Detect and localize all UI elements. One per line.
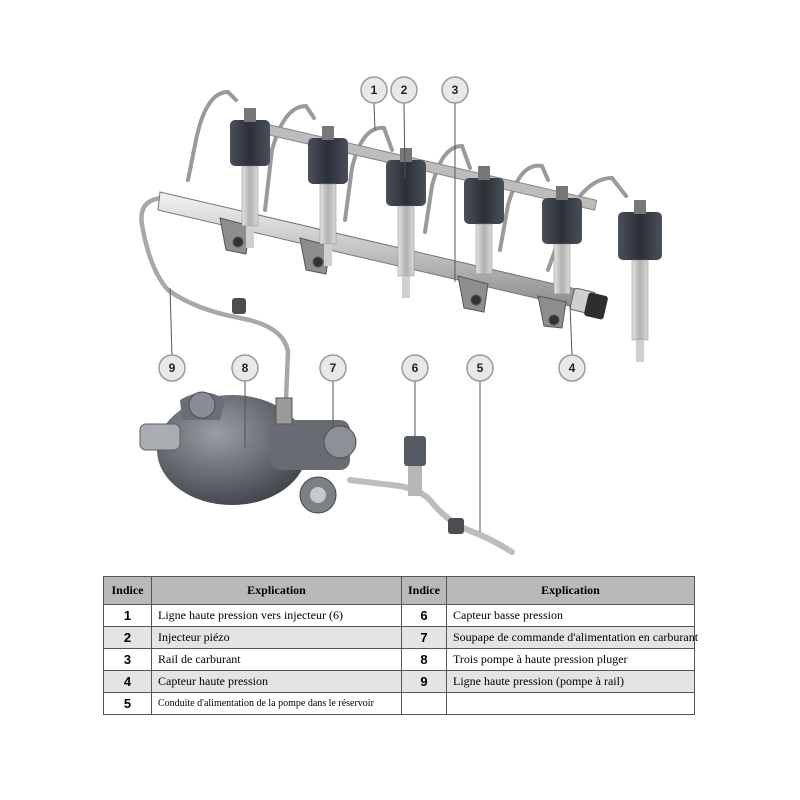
callout-7: 7: [319, 354, 347, 382]
callout-5-label: 5: [477, 361, 484, 375]
callout-1: 1: [360, 76, 388, 104]
callout-7-label: 7: [330, 361, 337, 375]
legend-row: 2 Injecteur piézo 7 Soupape de commande …: [103, 626, 698, 649]
rail-brackets: [219, 217, 567, 329]
callout-1-label: 1: [371, 83, 378, 97]
pump-to-rail-line: [139, 195, 291, 403]
supply-line-and-sensor: [232, 298, 515, 555]
legend-explanation: Ligne haute pression (pompe à rail): [446, 670, 695, 693]
legend-explanation: Capteur haute pression: [151, 670, 402, 693]
legend-header-explication-right: Explication: [446, 576, 695, 605]
legend-header-indice-right: Indice: [401, 576, 447, 605]
callout-9: 9: [158, 354, 186, 382]
legend-index: 7: [401, 626, 447, 649]
legend-row: 1 Ligne haute pression vers injecteur (6…: [103, 604, 695, 627]
callout-2-label: 2: [401, 83, 408, 97]
legend-index: 9: [401, 670, 447, 693]
legend-index: 6: [401, 604, 447, 627]
callout-3-label: 3: [452, 83, 459, 97]
legend-explanation: Soupape de commande d'alimentation en ca…: [446, 626, 698, 649]
legend-explanation: Ligne haute pression vers injecteur (6): [151, 604, 402, 627]
legend-index: 4: [103, 670, 152, 693]
legend-index: 1: [103, 604, 152, 627]
legend-header-row: Indice Explication Indice Explication: [103, 576, 695, 605]
high-pressure-pump: [139, 391, 357, 514]
legend-explanation: Trois pompe à haute pression pluger: [446, 648, 695, 671]
legend-header-explication-left: Explication: [151, 576, 402, 605]
legend-index: 8: [401, 648, 447, 671]
callout-4-label: 4: [569, 361, 576, 375]
legend-explanation: Conduite d'alimentation de la pompe dans…: [151, 692, 402, 715]
legend-explanation: Rail de carburant: [151, 648, 402, 671]
leader-lines: [169, 102, 573, 532]
legend-row: 5 Conduite d'alimentation de la pompe da…: [103, 692, 695, 715]
legend-explanation: [446, 692, 695, 715]
callout-6: 6: [401, 354, 429, 382]
legend-header-indice-left: Indice: [103, 576, 152, 605]
legend-table: Indice Explication Indice Explication 1 …: [103, 576, 698, 715]
legend-row: 3 Rail de carburant 8 Trois pompe à haut…: [103, 648, 695, 671]
piezo-injectors: [230, 108, 662, 362]
legend-index: 2: [103, 626, 152, 649]
fuel-system-illustration: 1 2 3 4 5 6 7 8 9: [139, 76, 662, 555]
legend-explanation: Injecteur piézo: [151, 626, 402, 649]
callout-8-label: 8: [242, 361, 249, 375]
legend-explanation: Capteur basse pression: [446, 604, 695, 627]
callout-8: 8: [231, 354, 259, 382]
callout-4: 4: [558, 354, 586, 382]
legend-index: 5: [103, 692, 152, 715]
legend-row: 4 Capteur haute pression 9 Ligne haute p…: [103, 670, 695, 693]
callout-3: 3: [441, 76, 469, 104]
callout-2: 2: [390, 76, 418, 104]
legend-index: 3: [103, 648, 152, 671]
callout-5: 5: [466, 354, 494, 382]
legend-index: [401, 692, 447, 715]
callout-6-label: 6: [412, 361, 419, 375]
callout-9-label: 9: [169, 361, 176, 375]
